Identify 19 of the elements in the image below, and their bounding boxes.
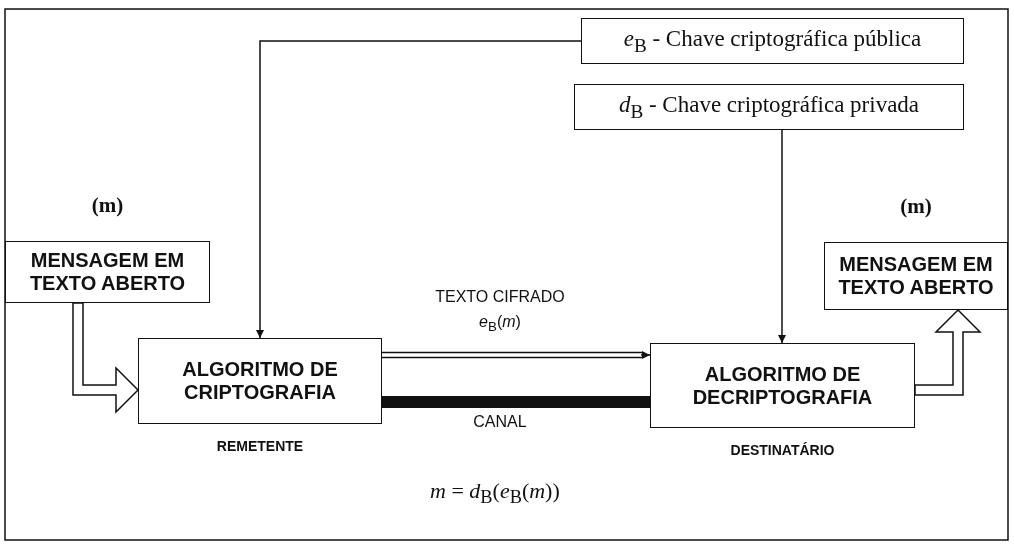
role-label: REMETENTE	[215, 438, 305, 454]
box-text: MENSAGEM EM TEXTO ABERTO	[837, 253, 995, 299]
box-text: e$_{B}$ - Chave criptográfica pública	[623, 25, 922, 57]
channel-bar	[382, 396, 650, 408]
arrow	[256, 40, 582, 339]
block-arrow	[914, 308, 982, 396]
box-text: d$_{B}$ - Chave criptográfica privada	[618, 91, 920, 123]
box-text: MENSAGEM EM TEXTO ABERTO	[28, 249, 187, 295]
box-text: ALGORITMO DE CRIPTOGRAFIA	[181, 358, 339, 404]
arrow	[778, 129, 786, 344]
double-line-arrow	[381, 351, 651, 359]
role-label: DESTINATÁRIO	[729, 442, 836, 458]
box-text: ALGORITMO DE DECRIPTOGRAFIA	[691, 362, 874, 409]
variable-label: (m)	[899, 194, 933, 219]
edge-label: TEXTO CIFRADO e$_{B}$(m)	[434, 287, 566, 336]
formula-label: m = d$_{B}$(e$_{B}$(m))	[430, 478, 560, 509]
variable-label: (m)	[90, 193, 125, 218]
edge-label: CANAL	[472, 412, 528, 432]
block-arrow	[72, 302, 140, 414]
